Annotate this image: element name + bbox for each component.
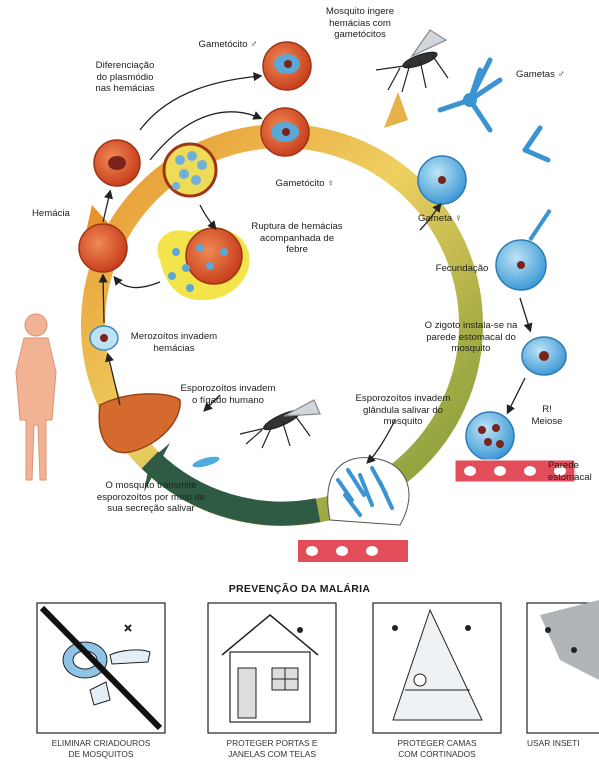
human-silhouette-icon	[16, 314, 56, 480]
label-fecundacao: Fecundação	[422, 263, 502, 275]
liver-icon	[99, 394, 180, 453]
label-hemacia: Hemácia	[32, 208, 92, 220]
prevention-panel-2	[208, 603, 336, 733]
label-mosquito-ingere: Mosquito ingere hemácias com gametócitos	[305, 6, 415, 41]
label-diferenciacao: Diferenciação do plasmódio nas hemácias	[75, 60, 175, 95]
gametocyte-male-cell	[263, 42, 311, 90]
caption-panel-2: PROTEGER PORTAS E JANELAS COM TELAS	[208, 738, 336, 760]
fecundacao-cell	[496, 210, 550, 290]
hemacia-cell	[79, 224, 127, 272]
caption-panel-1: ELIMINAR CRIADOUROS DE MOSQUITOS	[37, 738, 165, 760]
gameta-female-cell	[418, 156, 466, 204]
oocyst-cell	[466, 412, 514, 460]
label-zigoto: O zigoto instala-se na parede estomacal …	[405, 320, 537, 355]
gametocyte-female-cell	[261, 108, 309, 156]
label-merozoitos: Merozoítos invadem hemácias	[118, 331, 230, 354]
label-gameta-femea: Gameta ♀	[405, 213, 475, 225]
label-gametocito-macho: Gametócito ♂	[186, 39, 270, 51]
label-meiose: R! Meiose	[527, 404, 567, 427]
prevention-panel-4	[527, 600, 599, 733]
label-esporozoitos-figado: Esporozoítos invadem o fígado humano	[172, 383, 284, 406]
prevention-panel-1	[37, 603, 165, 733]
mosquito-bottom-icon	[240, 400, 320, 448]
label-gametocito-femea: Gametócito ♀	[260, 178, 350, 190]
differentiating-rbc	[94, 140, 140, 186]
prevention-panel-3	[373, 603, 501, 733]
sporozoite-icon	[191, 455, 220, 470]
label-ruptura: Ruptura de hemácias acompanhada de febre	[237, 221, 357, 256]
schizont-rbc	[164, 144, 216, 196]
caption-panel-3: PROTEGER CAMAS COM CORTINADOS	[373, 738, 501, 760]
caption-panel-4: USAR INSETI	[527, 738, 599, 749]
rupturing-rbc	[157, 228, 249, 300]
label-parede-estomacal: Parede estomacal	[548, 460, 599, 483]
label-gametas-macho: Gametas ♂	[516, 69, 586, 81]
label-transmite: O mosquito transmite esporozoítos por me…	[80, 480, 222, 515]
prevention-title: PREVENÇÃO DA MALÁRIA	[0, 583, 599, 595]
merozoite-cell	[90, 326, 118, 350]
label-esporozoitos-glandula: Esporozoítos invadem glândula salivar do…	[346, 393, 460, 428]
